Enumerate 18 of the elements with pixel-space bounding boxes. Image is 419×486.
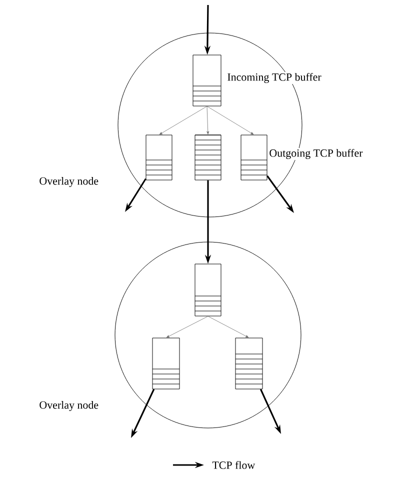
- arrow: [159, 106, 208, 135]
- buffer-box: [152, 338, 180, 390]
- node-label: Overlay node: [38, 400, 100, 412]
- buffer-box: [194, 134, 222, 180]
- overlay-node-circle: [114, 242, 302, 428]
- buffer-box: [235, 338, 263, 390]
- node-label: Overlay node: [38, 176, 100, 188]
- arrow: [166, 316, 208, 338]
- buffer-box: [192, 54, 222, 106]
- arrow: [206, 106, 210, 134]
- buffer-box: [194, 264, 222, 316]
- arrow: [208, 316, 249, 338]
- legend-label: TCP flow: [212, 461, 256, 469]
- node-label: Incoming TCP buffer: [226, 72, 322, 84]
- arrow: [206, 106, 254, 135]
- node-label: Outgoing TCP buffer: [268, 148, 364, 160]
- buffer-box: [146, 134, 172, 180]
- buffer-box: [240, 134, 268, 180]
